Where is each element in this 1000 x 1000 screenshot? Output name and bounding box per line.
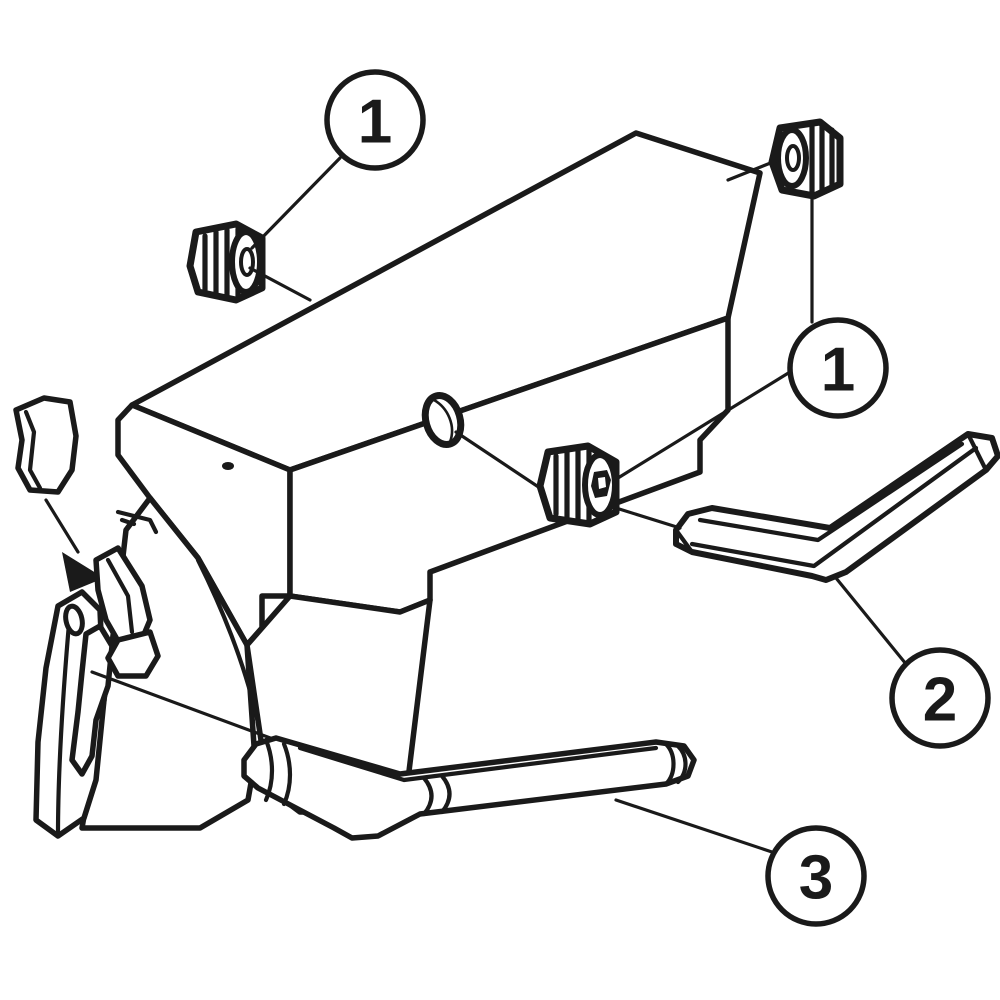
nose-lip-inner [119,517,137,527]
leader-screw-c-wrench [614,506,682,530]
set-screw-upper-right [768,118,844,200]
shank-rear-top-edge [633,130,763,176]
mounting-bore [421,392,465,448]
nose-lip [115,509,159,535]
leader-lines [248,156,908,854]
callout-3-label: 3 [799,844,833,913]
hex-key-wrench [673,431,1000,583]
callout-2-label: 2 [923,666,957,735]
callout-3[interactable]: 3 [765,825,867,927]
tool-holder-body [79,130,763,831]
leader-callout-3 [614,798,774,854]
leader-screw-a-body [248,266,312,302]
leader-callout-1-right-mid [616,370,792,480]
cutting-insert [13,395,79,495]
installation-arrow [44,498,104,592]
callout-1-upper-left[interactable]: 1 [324,69,426,171]
leader-screw-c-bore [454,430,542,490]
torx-key-rod [241,735,697,841]
callout-1-right[interactable]: 1 [787,317,889,419]
leader-callout-1-upper [250,156,342,250]
callout-2[interactable]: 2 [889,647,991,749]
set-screw-middle [536,442,620,528]
leader-screw-b-body [726,158,780,182]
leader-callout-2 [834,576,908,666]
callout-1-right-label: 1 [821,336,855,405]
clamp-blade [33,545,161,839]
set-screw-upper-left [186,220,266,304]
shank-rear-chamfer [725,170,763,321]
callout-1-upper-left-label: 1 [358,88,392,157]
locating-dimple [222,462,234,470]
